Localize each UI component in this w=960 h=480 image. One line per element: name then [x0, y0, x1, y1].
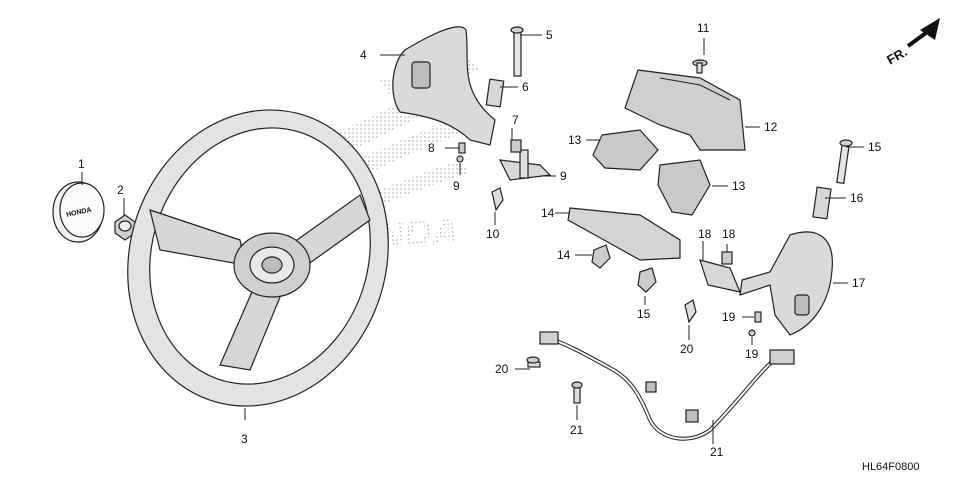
callout-12: 13 [568, 133, 582, 147]
callout-11: 4 [360, 48, 367, 62]
part-11-left-paddle [392, 26, 496, 146]
part-8-right-paddle [739, 231, 833, 336]
front-direction-indicator: FR. [884, 18, 940, 68]
part-7-contact-plate [498, 149, 552, 181]
callout-14-lower: 19 [722, 310, 736, 324]
part-13-collar-upper [485, 78, 505, 108]
callout-1: 21 [710, 445, 724, 459]
callout-8: 17 [852, 276, 866, 290]
callout-19-upper: 10 [486, 227, 500, 241]
part-3-emblem: HONDA [52, 181, 105, 243]
callout-6: 18 [698, 227, 712, 241]
callout-9-upper: 7 [512, 113, 519, 127]
callout-9-lower: 18 [722, 227, 736, 241]
part-19-pin-lower [684, 299, 697, 324]
part-4-column-cover [624, 69, 746, 151]
part-18-clip-lower [637, 267, 657, 293]
callout-2: 3 [241, 432, 248, 446]
callout-18-upper: 14 [557, 248, 571, 262]
callout-21-left: 20 [495, 362, 509, 376]
part-6-contact-plate [699, 259, 741, 293]
part-5-bracket [567, 207, 681, 261]
part-20-bolt-upper [510, 26, 524, 77]
callout-5: 14 [541, 206, 555, 220]
callout-13-right: 16 [850, 191, 864, 205]
callout-17: 2 [117, 183, 124, 197]
direction-label: FR. [884, 44, 910, 67]
part-9-spring-lower [721, 251, 733, 265]
part-14-spring-upper [458, 142, 466, 154]
part-13-collar-right [812, 186, 832, 220]
leader-lines [81, 34, 864, 444]
callout-13-upper: 6 [522, 80, 529, 94]
callout-21-lower: 21 [570, 423, 584, 437]
callout-15-lower: 19 [745, 347, 759, 361]
part-9-spring-upper [510, 139, 522, 153]
part-12-switch-left [592, 129, 659, 171]
callout-16: 11 [697, 21, 710, 35]
callout-18-lower: 15 [637, 307, 651, 321]
part-21-bolt-left [526, 356, 541, 368]
part-2-steering-wheel [127, 109, 389, 407]
part-1-wire-harness [539, 331, 795, 441]
part-15-ball-lower [748, 329, 756, 337]
part-14-spring-lower [754, 311, 762, 323]
callout-10: 13 [732, 179, 746, 193]
callouts: 1 2 3 4 5 6 7 8 9 9 10 11 12 13 13 14 14… [78, 21, 882, 459]
callout-14-upper: 8 [428, 141, 435, 155]
part-19-pin-upper [491, 187, 504, 212]
part-21-bolt-lower [571, 381, 583, 404]
part-18-clip-upper [591, 244, 611, 269]
part-10-switch-right [657, 159, 711, 216]
callout-20-upper: 5 [546, 28, 553, 42]
callout-20-right: 15 [868, 140, 882, 154]
part-17-nut [114, 214, 136, 241]
callout-4: 12 [764, 120, 778, 134]
part-15-ball-upper [456, 155, 464, 163]
part-20-bolt-right [836, 139, 853, 185]
part-16-screw [692, 59, 708, 74]
diagram-code: HL64F0800 [862, 461, 920, 473]
callout-19-lower: 20 [680, 342, 694, 356]
callout-15-upper: 9 [453, 179, 460, 193]
callout-7: 9 [560, 169, 567, 183]
callout-3: 1 [78, 157, 85, 171]
